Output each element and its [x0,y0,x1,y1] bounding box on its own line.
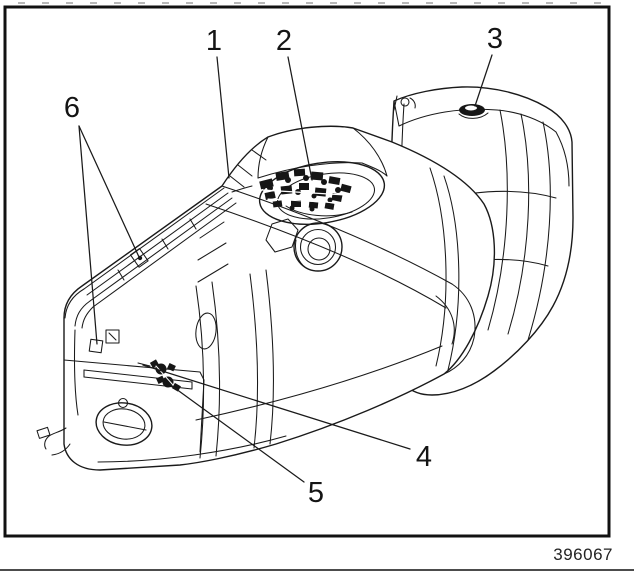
figure-number: 396067 [553,545,613,564]
harness-wire [44,427,67,450]
bracket-eyelet [400,97,410,107]
front-rib-2 [197,242,227,261]
strap1-right [211,281,220,457]
pump-pipe-stub [231,185,253,193]
leader-line-6b [78,125,98,345]
drain-plate [95,397,153,446]
harness-wire-2 [51,443,71,456]
rear-rib-1 [487,109,508,331]
strap-bracket-tick [108,332,117,341]
right-strap-a [429,167,447,367]
fitting-highlight [155,365,174,386]
strap1-left [195,285,204,459]
drawing-border [3,5,611,538]
callout-leaders [78,54,493,483]
fitting-stem [137,362,151,367]
left-strap-line [73,329,79,416]
rail-upper [83,369,193,383]
fuel-pump-module [231,168,352,212]
callout-1: 1 [206,25,222,57]
plate-outer [95,402,153,446]
strap2-right [265,269,274,445]
facet-ridge-3 [229,175,245,188]
plate-inner [102,408,146,440]
front-rib-1 [199,221,225,239]
box-edges [63,359,205,453]
right-strap-b [443,175,460,371]
lower-crease [195,345,443,421]
pump-highlight-2 [267,198,341,204]
line-clip-upper [129,248,149,268]
bracket-pin [393,95,398,111]
callout-3: 3 [487,23,503,55]
strap-bracket [105,329,120,344]
vent-base-arc [458,112,489,119]
hex-recess [265,218,299,253]
pump-highlight-1 [261,189,347,196]
vent-fitting [458,104,489,119]
plate-tab [117,397,129,409]
vent-cap [464,104,478,112]
main-fuel-tank [36,125,496,471]
tube-union-ticks [117,218,197,281]
callout-numbers: 1 2 3 4 5 6 [64,23,503,509]
plate-seam [103,421,147,431]
bracket-curve [409,97,416,109]
fuel-line-3 [89,197,233,302]
callout-4: 4 [416,441,432,473]
recess-corner [361,162,388,177]
fuel-line-elbow-3 [81,306,94,329]
leader-line-2 [287,56,313,181]
fuel-line-2 [86,192,229,296]
leader-line-3 [474,54,493,107]
sender-ring-outer [258,161,386,225]
fill-pocket-shadow [295,239,307,269]
recess-right-edge [352,127,388,177]
facet-ridge-1 [237,164,253,177]
facet-ridge-2 [251,149,267,161]
fuel-line-elbow-1 [64,288,85,319]
harness-connector [36,426,51,439]
fuel-line-1 [83,187,225,290]
fill-pocket-bore [307,237,331,261]
callout-5: 5 [308,477,324,509]
strap-slot [195,312,217,350]
recess-left-edge [257,136,269,179]
callout-2: 2 [276,25,292,57]
rear-strap-arch [555,131,570,187]
callout-6: 6 [64,92,80,124]
leader-line-6a [78,125,140,258]
rear-rib-2 [507,113,530,335]
shoulder-crease-2 [205,203,447,309]
bottom-rim-line [97,435,287,463]
fuel-line-elbow-2 [74,300,91,327]
strap2-left [249,273,258,449]
rail-ends [83,369,193,390]
fill-pocket-outer [293,222,343,272]
fuel-lines [64,187,237,329]
end-cap-inner [435,295,455,345]
rear-top-face-edge [393,100,557,133]
front-rib-3 [197,263,229,283]
rear-rib-3 [527,121,551,341]
end-cap-rim [443,283,476,375]
pump-cluster [259,168,352,212]
shoulder-crease-1 [221,185,453,285]
leader-line-4 [142,364,411,450]
leader-line-5 [171,385,305,483]
tank-straps [195,269,274,459]
rear-corner-bracket [393,95,416,111]
fill-pocket [293,222,343,272]
fill-pocket-mid [299,228,337,266]
leader-line-1 [216,56,230,179]
fuel-line-4 [92,202,237,308]
harness-pigtail [36,426,71,456]
